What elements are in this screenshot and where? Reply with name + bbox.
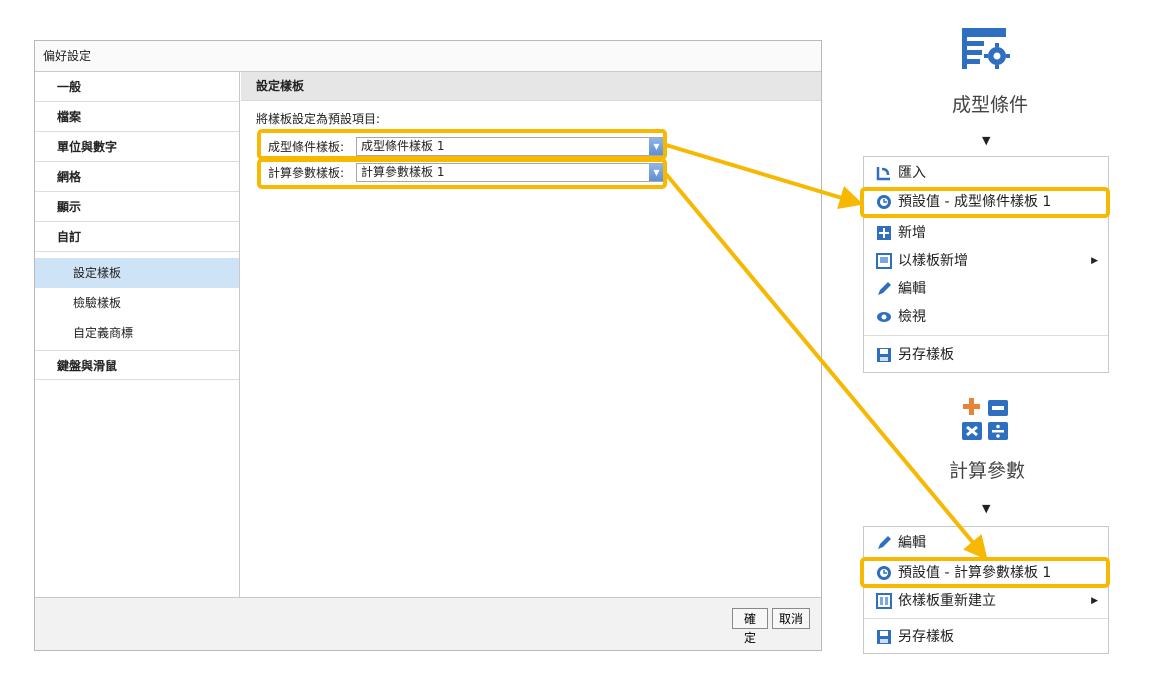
calc-template-label: 計算參數樣板: (268, 166, 345, 180)
rebuild-template-icon (876, 593, 892, 609)
edit-pencil-icon (878, 536, 891, 549)
menu-item-label: 匯入 (898, 165, 926, 181)
menu-item-default-calc[interactable]: 預設值 - 計算參數樣板 1 (864, 559, 1108, 587)
nav-item-units[interactable]: 單位與數字 (35, 132, 239, 162)
nav-item-display[interactable]: 顯示 (35, 192, 239, 222)
nav-item-custom[interactable]: 自訂 (35, 222, 239, 252)
nav-item-files[interactable]: 檔案 (35, 102, 239, 132)
molding-template-value: 成型條件樣板 1 (361, 139, 445, 153)
menu-item-new-from-template[interactable]: 以樣板新增 ▶ (864, 247, 1108, 275)
nav-sub-custom-logo[interactable]: 自定義商標 (73, 326, 134, 340)
nav-sub-check-template[interactable]: 檢驗樣板 (73, 296, 122, 310)
menu-item-save-template[interactable]: 另存樣板 (864, 341, 1108, 369)
section-caption: 將樣板設定為預設項目: (256, 112, 381, 126)
molding-template-select[interactable]: 成型條件樣板 1 ▼ (356, 137, 665, 156)
ok-button[interactable]: 確定 (732, 608, 768, 645)
calc-template-select[interactable]: 計算參數樣板 1 ▼ (356, 163, 665, 182)
calc-menu: 編輯 預設值 - 計算參數樣板 1 依樣板重新建立 ▶ 另存樣板 (863, 526, 1109, 654)
cancel-button[interactable]: 取消 (772, 608, 810, 629)
calculation-parameters-icon[interactable] (961, 398, 1011, 442)
nav-sub-set-template[interactable]: 設定樣板 (35, 258, 239, 288)
new-icon (877, 226, 891, 240)
menu-item-edit[interactable]: 編輯 (864, 529, 1108, 557)
chevron-down-icon[interactable]: ▼ (649, 138, 664, 155)
view-eye-icon (877, 312, 891, 322)
dialog-footer: 確定 取消 (35, 597, 821, 650)
template-new-icon (876, 253, 892, 269)
menu-item-label: 另存樣板 (898, 629, 954, 645)
menu-item-rebuild-from-template[interactable]: 依樣板重新建立 ▶ (864, 587, 1108, 615)
highlight-molding-field (257, 129, 667, 160)
save-template-icon (877, 630, 891, 644)
highlight-calc-field (257, 158, 667, 189)
menu-item-edit[interactable]: 編輯 (864, 275, 1108, 303)
nav-item-keyboard-mouse[interactable]: 鍵盤與滑鼠 (35, 350, 239, 380)
menu-separator (864, 335, 1108, 336)
menu-item-view[interactable]: 檢視 (864, 303, 1108, 331)
default-value-icon (877, 566, 891, 580)
save-template-icon (877, 348, 891, 362)
chevron-right-icon: ▶ (1091, 596, 1098, 606)
calc-template-value: 計算參數樣板 1 (361, 165, 445, 179)
calc-dropdown-caret-icon[interactable]: ▼ (982, 502, 991, 515)
dialog-title: 偏好設定 (35, 41, 821, 72)
nav-item-general[interactable]: 一般 (35, 72, 239, 102)
molding-condition-icon[interactable] (962, 28, 1014, 72)
import-icon (876, 167, 890, 181)
menu-item-label: 新增 (898, 225, 926, 241)
molding-dropdown-caret-icon[interactable]: ▼ (982, 134, 991, 147)
highlight-molding-default (860, 187, 1110, 218)
molding-condition-label[interactable]: 成型條件 (951, 94, 1028, 116)
menu-separator (864, 618, 1108, 619)
menu-item-label: 編輯 (898, 535, 926, 551)
menu-item-new[interactable]: 新增 (864, 219, 1108, 247)
menu-item-label: 檢視 (898, 309, 926, 325)
calculation-parameters-label[interactable]: 計算參數 (948, 460, 1025, 482)
menu-item-label: 預設值 - 計算參數樣板 1 (898, 565, 1052, 581)
menu-item-label: 以樣板新增 (898, 253, 968, 269)
menu-item-label: 編輯 (898, 281, 926, 297)
sidebar: 一般 檔案 單位與數字 網格 顯示 自訂 設定樣板 檢驗樣板 自定義商標 鍵盤與… (35, 72, 240, 597)
molding-template-label: 成型條件樣板: (268, 140, 345, 154)
edit-pencil-icon (878, 282, 891, 295)
chevron-down-icon[interactable]: ▼ (649, 164, 664, 181)
section-header: 設定樣板 (241, 72, 821, 101)
menu-item-label: 依樣板重新建立 (898, 593, 996, 609)
chevron-right-icon: ▶ (1091, 256, 1098, 266)
menu-item-import[interactable]: 匯入 (864, 159, 1108, 187)
menu-item-save-template[interactable]: 另存樣板 (864, 623, 1108, 651)
menu-item-label: 另存樣板 (898, 347, 954, 363)
highlight-calc-default (860, 557, 1110, 588)
nav-item-mesh[interactable]: 網格 (35, 162, 239, 192)
